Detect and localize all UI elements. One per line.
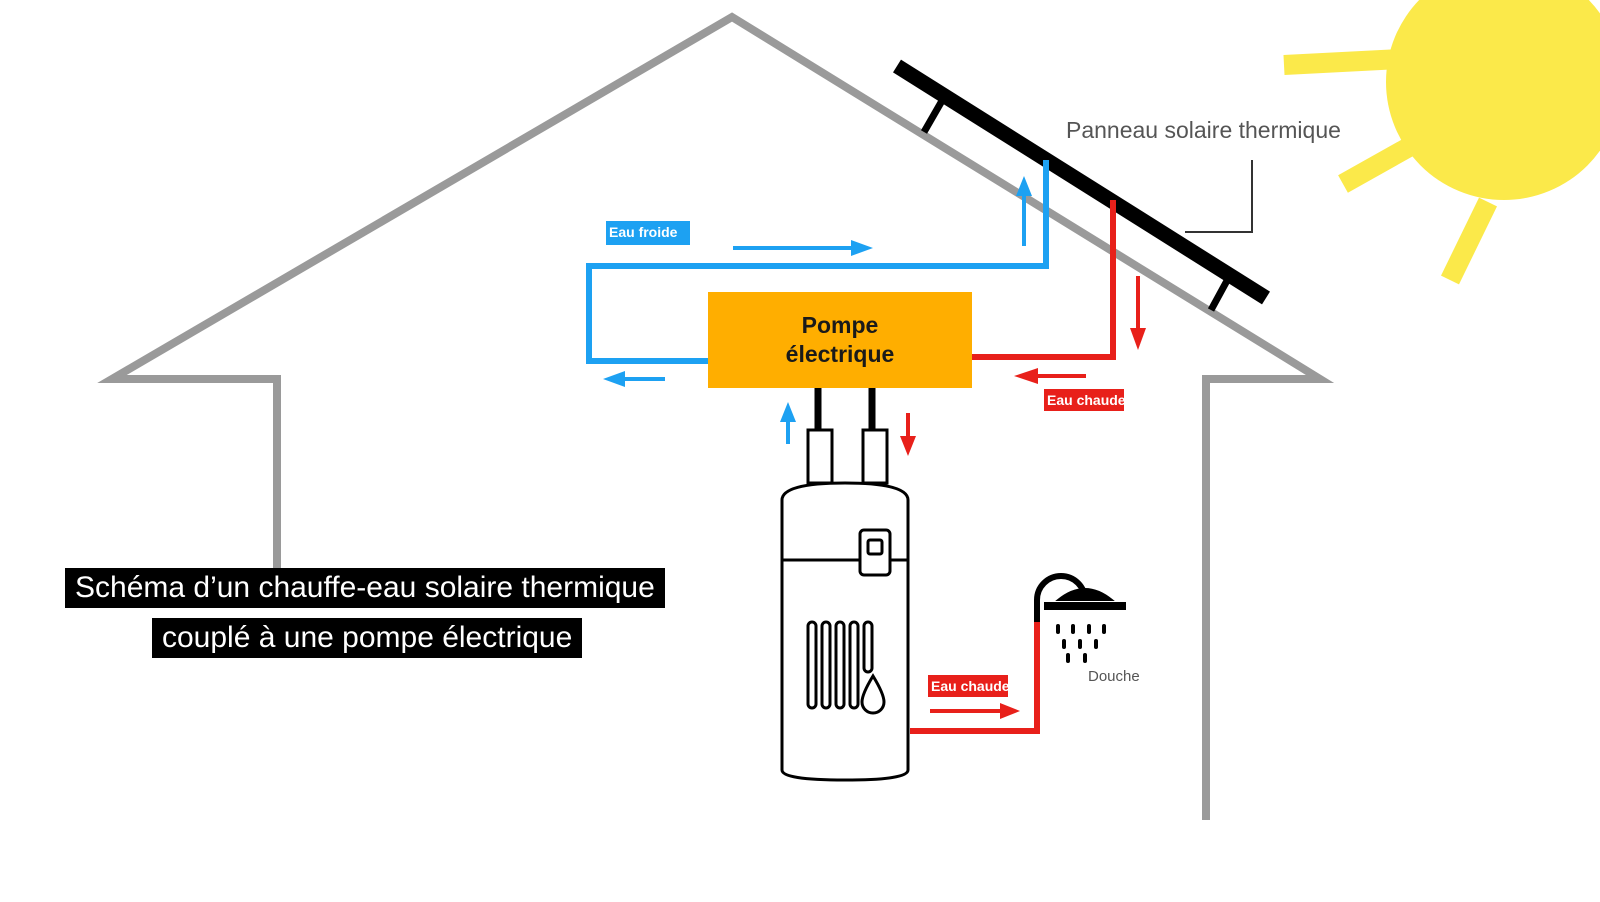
solar-panel-label: Panneau solaire thermique: [1066, 117, 1341, 143]
cold-water-pipe: [586, 160, 1049, 364]
caption-line-1: Schéma d’un chauffe-eau solaire thermiqu…: [65, 568, 665, 608]
pump-label-line1: Pompe: [801, 312, 879, 338]
hot-water-tag-shower-bg: [928, 675, 1008, 697]
cold-water-tag: Eau froide: [609, 224, 678, 240]
solar-panel-icon: [893, 59, 1270, 312]
panel-label-leader: [1185, 160, 1253, 233]
cold-water-tag-bg: [606, 221, 690, 245]
shower-icon: [1044, 588, 1126, 663]
water-drop-icon: [860, 673, 886, 715]
cold-water-arrows: [603, 176, 1032, 444]
pump-body: [708, 292, 972, 388]
caption-line-2: couplé à une pompe électrique: [152, 618, 583, 658]
pump-connector-pipes: [814, 388, 876, 432]
water-heater-icon: [780, 428, 910, 782]
shower-label: Douche: [1088, 668, 1140, 685]
house-outline: [97, 12, 1335, 820]
hot-water-arrows: [900, 276, 1146, 719]
pump-label-line2: électrique: [785, 341, 895, 367]
pump-label: Pompe électrique: [708, 292, 972, 388]
hot-water-tag-roof-bg: [1044, 389, 1124, 411]
hot-water-tag-shower: Eau chaude: [931, 678, 1010, 694]
sun-icon: [1283, 0, 1600, 285]
hot-water-tag-roof: Eau chaude: [1047, 392, 1126, 408]
hot-water-pipe: [972, 200, 1116, 360]
